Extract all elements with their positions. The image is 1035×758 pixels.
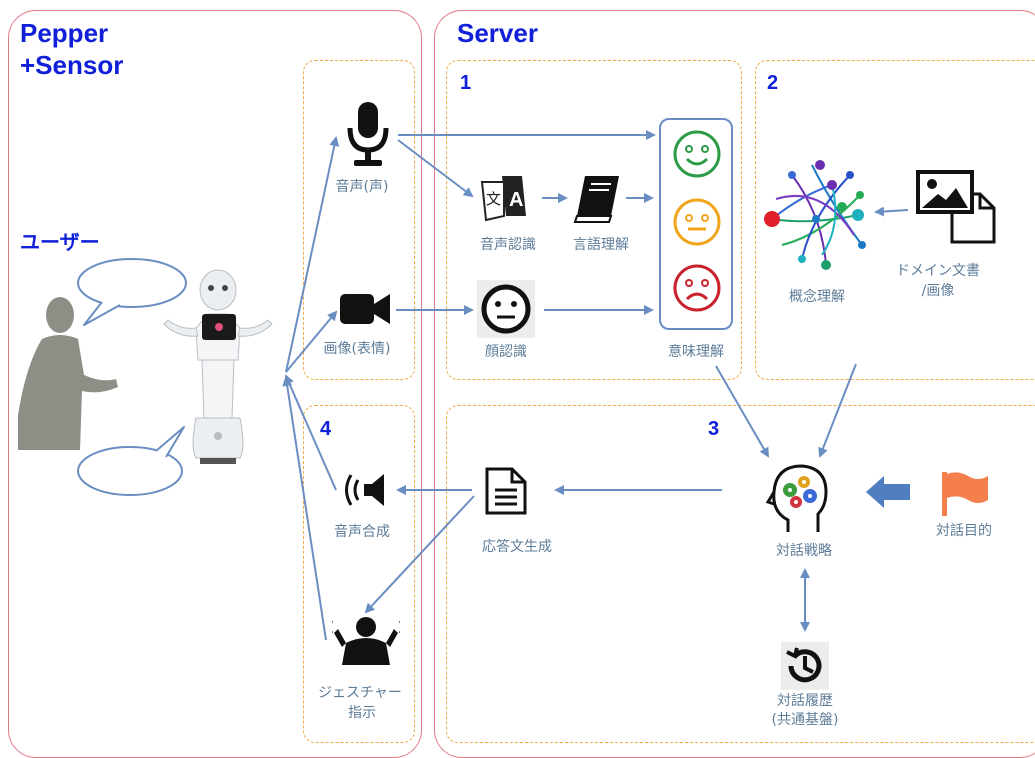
emotion-box	[659, 118, 733, 330]
neutral-emotion-icon	[673, 198, 721, 246]
flag-icon	[942, 472, 988, 516]
gesture-label-line2: 指示	[348, 705, 376, 721]
translate-icon: A 文	[480, 176, 526, 222]
section-number-2: 2	[767, 72, 779, 94]
gesture-person-icon	[332, 617, 400, 665]
user-silhouette-icon	[18, 297, 118, 450]
section-number-3: 3	[708, 418, 720, 440]
svg-text:A: A	[509, 189, 523, 211]
dialog-goal-label: 対話目的	[936, 523, 992, 539]
user-label: ユーザー	[20, 232, 100, 254]
dialog-strategy-label: 対話戦略	[776, 543, 832, 559]
pepper-robot-icon	[163, 269, 273, 464]
pepper-title: Pepper	[20, 18, 109, 48]
head-gears-icon	[766, 464, 828, 532]
module-2-box	[755, 60, 1035, 380]
response-generation-label: 応答文生成	[482, 539, 552, 555]
microphone-icon	[347, 102, 389, 166]
document-icon	[485, 467, 527, 515]
speech-bubble-top-icon	[77, 258, 187, 326]
image-label: 画像(表情)	[323, 341, 391, 357]
sensor-title: +Sensor	[20, 50, 124, 80]
domain-docs-label-line1: ドメイン文書	[896, 263, 980, 279]
voice-label: 音声(声)	[335, 179, 389, 195]
book-icon	[573, 176, 619, 223]
svg-text:文: 文	[486, 190, 501, 208]
domain-docs-label-line2: /画像	[921, 283, 955, 299]
concept-understanding-label: 概念理解	[789, 289, 845, 305]
section-number-4: 4	[320, 418, 332, 440]
brain-network-icon	[764, 160, 866, 270]
speech-synthesis-label: 音声合成	[334, 524, 390, 540]
history-icon	[781, 642, 829, 690]
video-camera-icon	[340, 294, 390, 324]
sad-face-icon	[673, 264, 721, 312]
section-number-1: 1	[460, 72, 472, 94]
semantic-understanding-label: 意味理解	[668, 344, 724, 360]
module-3-box	[446, 405, 1035, 743]
image-document-icon	[916, 170, 996, 244]
dialog-history-label-line2: (共通基盤)	[771, 712, 839, 728]
dialog-history-label-line1: 対話履歴	[777, 693, 833, 709]
speech-recognition-label: 音声認識	[480, 237, 536, 253]
speaker-icon	[345, 474, 384, 506]
neutral-face-icon	[477, 280, 535, 338]
gesture-label-line1: ジェスチャー	[318, 685, 402, 701]
face-recognition-label: 顔認識	[485, 344, 527, 360]
server-title: Server	[457, 18, 538, 48]
module-1-box	[446, 60, 742, 380]
language-understanding-label: 言語理解	[573, 237, 629, 253]
smile-face-icon	[673, 130, 721, 178]
goal-arrow-icon	[866, 476, 910, 508]
speech-bubble-bottom-icon	[77, 426, 185, 496]
